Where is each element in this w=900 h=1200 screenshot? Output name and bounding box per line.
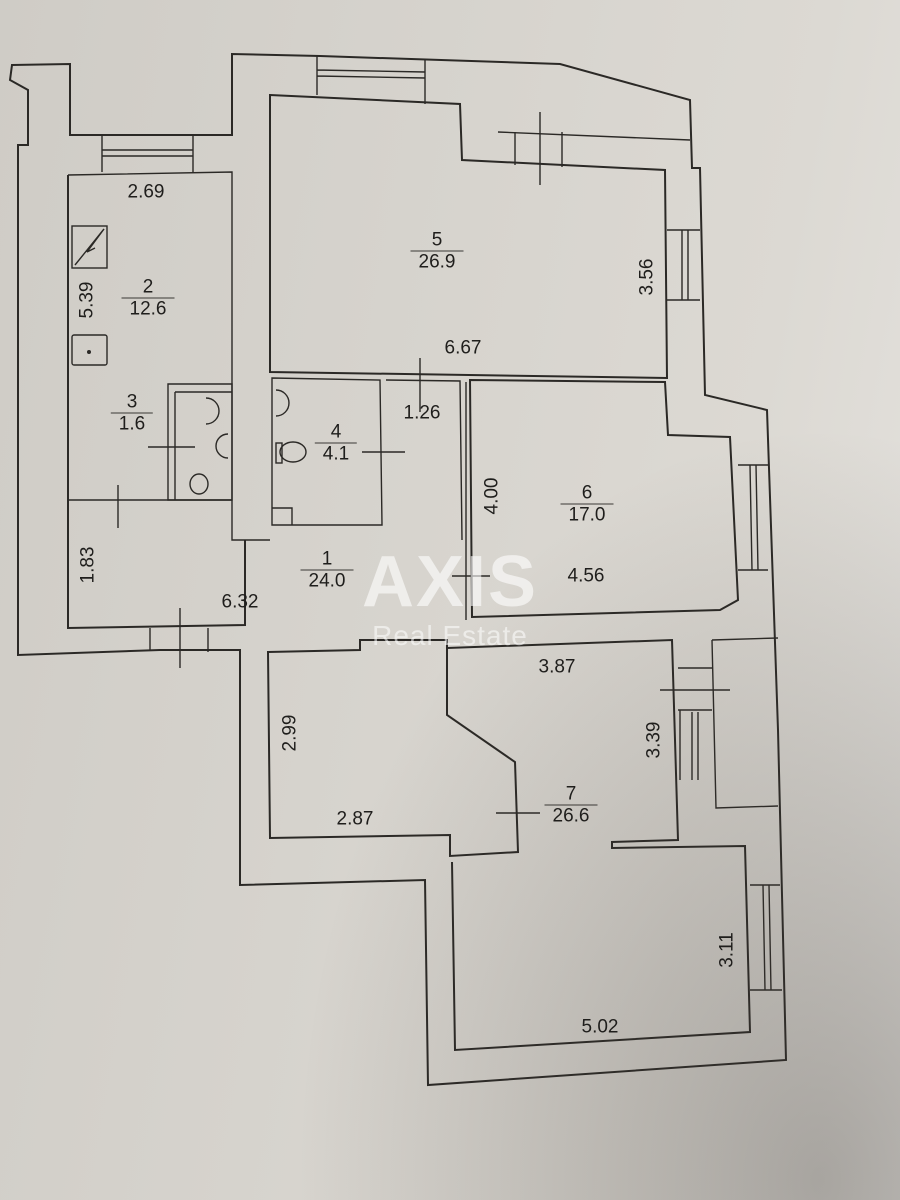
dim-closet-width: 1.26: [403, 402, 441, 424]
room-label-4: 4 4.1: [314, 421, 358, 465]
dim-kitchen-width: 2.69: [127, 181, 165, 203]
room-area: 26.6: [544, 804, 598, 827]
room-number: 2: [142, 276, 154, 298]
dim-hall-depth: 1.83: [77, 546, 99, 584]
dim-room7-bottom-depth: 3.11: [716, 932, 738, 968]
room-label-1: 1 24.0: [300, 548, 354, 592]
dim-room7-bottom-width: 5.02: [581, 1016, 619, 1038]
room-number: 6: [581, 482, 593, 504]
room-area: 26.9: [410, 250, 464, 273]
room-number: 5: [431, 229, 443, 251]
room-area: 12.6: [121, 297, 175, 320]
room-number: 1: [321, 548, 333, 570]
room-number: 7: [565, 783, 577, 805]
watermark-brand: AXIS: [361, 542, 539, 622]
room-area: 1.6: [110, 412, 154, 435]
dim-room7-right-depth: 3.39: [643, 721, 665, 759]
dim-room6-width: 4.56: [567, 565, 605, 587]
room-number: 3: [126, 391, 138, 413]
room-label-2: 2 12.6: [121, 276, 175, 320]
room-label-5: 5 26.9: [410, 229, 464, 273]
dim-hall-length: 6.32: [221, 591, 259, 613]
dim-kitchen-length: 5.39: [76, 281, 98, 319]
dim-room6-depth: 4.00: [481, 477, 503, 515]
dim-living-width: 6.67: [444, 337, 482, 359]
room-number: 4: [330, 421, 342, 443]
room-label-3: 3 1.6: [110, 391, 154, 435]
outer-wall: [8, 52, 788, 1087]
room-area: 17.0: [560, 503, 614, 526]
dim-living-depth: 3.56: [636, 258, 658, 296]
room-label-7: 7 26.6: [544, 783, 598, 827]
watermark-subtitle: Real Estate: [372, 620, 528, 651]
room-label-6: 6 17.0: [560, 482, 614, 526]
room-area: 24.0: [300, 569, 354, 592]
dim-alcove-width: 2.87: [336, 808, 374, 830]
dim-room7-top-width: 3.87: [538, 656, 576, 678]
dim-alcove-depth: 2.99: [279, 714, 301, 752]
room-area: 4.1: [314, 442, 358, 465]
